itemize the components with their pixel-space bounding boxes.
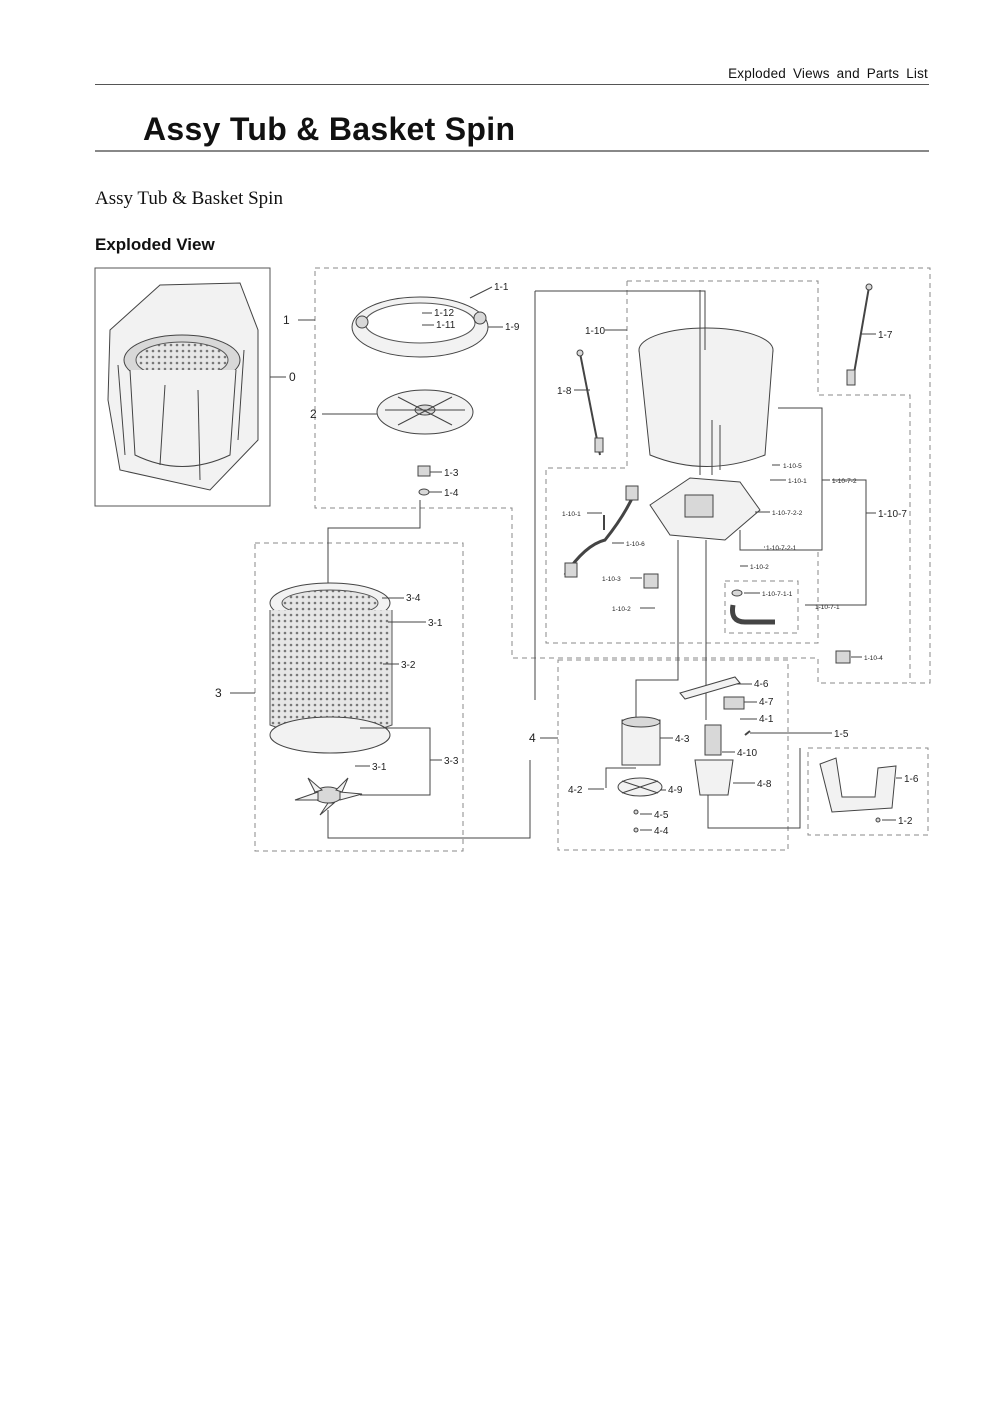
balancer-ring [351, 296, 489, 358]
label-3-2: 3-2 [401, 660, 416, 671]
label-1-10-7-1-1: 1-10-7-1-1 [762, 591, 793, 598]
motor-bracket [819, 757, 897, 813]
label-1: 1 [283, 313, 290, 327]
label-4-9: 4-9 [668, 785, 683, 796]
spin-basket [269, 582, 393, 754]
label-4-6: 4-6 [754, 679, 769, 690]
label-1-10-2-a: 1-10-2 [750, 564, 769, 571]
label-4-4: 4-4 [654, 826, 669, 837]
tub [638, 290, 774, 475]
label-4-2: 4-2 [568, 785, 583, 796]
label-4: 4 [529, 731, 536, 745]
label-3-1-a: 3-1 [428, 618, 443, 629]
label-1-10-7-2: 1-10-7-2 [832, 478, 857, 485]
label-1-6: 1-6 [904, 774, 919, 785]
header-rule [95, 84, 929, 85]
label-3: 3 [215, 686, 222, 700]
header-section-title: Exploded Views and Parts List [728, 66, 928, 81]
label-1-10-6: 1-10-6 [626, 541, 645, 548]
label-4-5: 4-5 [654, 810, 669, 821]
label-1-7: 1-7 [878, 330, 893, 341]
pulsator [376, 389, 474, 435]
title-rule [95, 150, 929, 152]
label-4-1: 4-1 [759, 714, 774, 725]
label-1-10-4: 1-10-4 [864, 655, 883, 662]
label-4-7: 4-7 [759, 697, 774, 708]
motor [621, 716, 661, 766]
section-heading: Exploded View [95, 235, 215, 254]
label-4-8: 4-8 [757, 779, 772, 790]
label-3-1-b: 3-1 [372, 762, 387, 773]
label-1-10-5: 1-10-5 [783, 463, 802, 470]
tub-bottom-cover [649, 477, 761, 541]
label-1-10-7-2-1: 1-10-7-2-1 [766, 545, 797, 552]
label-1-10-7-1: 1-10-7-1 [815, 604, 840, 611]
flange-shaft [294, 777, 363, 816]
page-title: Assy Tub & Basket Spin [143, 111, 516, 147]
label-1-2: 1-2 [898, 816, 913, 827]
label-1-11: 1-11 [436, 320, 456, 331]
label-1-12: 1-12 [434, 308, 454, 319]
label-2: 2 [310, 407, 317, 421]
label-3-4: 3-4 [406, 593, 421, 604]
label-1-9: 1-9 [505, 322, 520, 333]
pulley [617, 777, 663, 797]
label-1-5: 1-5 [834, 729, 849, 740]
label-1-4: 1-4 [444, 488, 459, 499]
label-4-10: 4-10 [737, 748, 757, 759]
label-1-3: 1-3 [444, 468, 459, 479]
label-1-1: 1-1 [494, 282, 509, 293]
label-1-8: 1-8 [557, 386, 572, 397]
label-1-10-7: 1-10-7 [878, 509, 907, 520]
assembly-overview [94, 267, 271, 507]
page-subtitle: Assy Tub & Basket Spin [95, 188, 283, 209]
label-1-10-3: 1-10-3 [602, 576, 621, 583]
label-1-10-1-b: 1-10-1 [562, 511, 581, 518]
label-1-10-1-a: 1-10-1 [788, 478, 807, 485]
label-3-3: 3-3 [444, 756, 459, 767]
clutch [694, 724, 734, 796]
label-4-3: 4-3 [675, 734, 690, 745]
label-1-10-7-2-2: 1-10-7-2-2 [772, 510, 803, 517]
label-1-10: 1-10 [585, 326, 605, 337]
label-1-10-2-b: 1-10-2 [612, 606, 631, 613]
label-0: 0 [289, 370, 296, 384]
